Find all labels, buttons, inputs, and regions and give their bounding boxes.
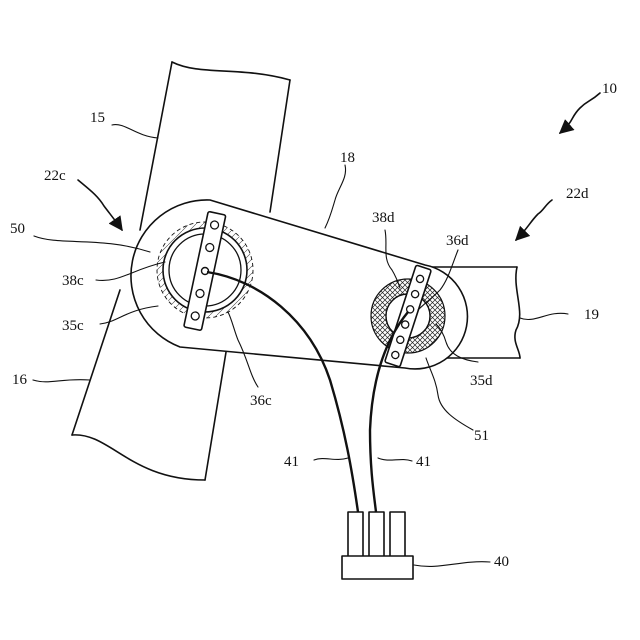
label-36d: 36d xyxy=(446,233,469,249)
leader-19 xyxy=(520,313,568,319)
connector-pin xyxy=(390,512,405,558)
leader-18 xyxy=(325,165,346,228)
leader-40 xyxy=(414,562,490,567)
label-36c: 36c xyxy=(250,393,272,409)
label-41-left: 41 xyxy=(284,454,299,470)
leader-50 xyxy=(34,236,150,252)
leader-41-right xyxy=(378,458,412,461)
label-35c: 35c xyxy=(62,318,84,334)
connector xyxy=(342,512,413,579)
label-15: 15 xyxy=(90,110,105,126)
label-18: 18 xyxy=(340,150,355,166)
arrow-10 xyxy=(560,93,600,133)
label-50: 50 xyxy=(10,221,25,237)
leader-15 xyxy=(112,125,158,138)
leader-51 xyxy=(426,358,473,430)
label-16: 16 xyxy=(12,372,28,388)
label-19: 19 xyxy=(584,307,599,323)
label-22c: 22c xyxy=(44,168,66,184)
leader-41-left xyxy=(314,458,348,460)
connector-base xyxy=(342,556,413,579)
label-35d: 35d xyxy=(470,373,493,389)
label-40: 40 xyxy=(494,554,509,570)
connector-pin xyxy=(348,512,363,558)
connector-pin xyxy=(369,512,384,558)
label-38c: 38c xyxy=(62,273,84,289)
arrow-22d xyxy=(516,200,552,240)
arrow-22c xyxy=(78,180,122,230)
label-38d: 38d xyxy=(372,210,395,226)
label-41-right: 41 xyxy=(416,454,431,470)
label-22d: 22d xyxy=(566,186,589,202)
leader-16 xyxy=(33,380,90,382)
label-51: 51 xyxy=(474,428,489,444)
label-10: 10 xyxy=(602,81,617,97)
